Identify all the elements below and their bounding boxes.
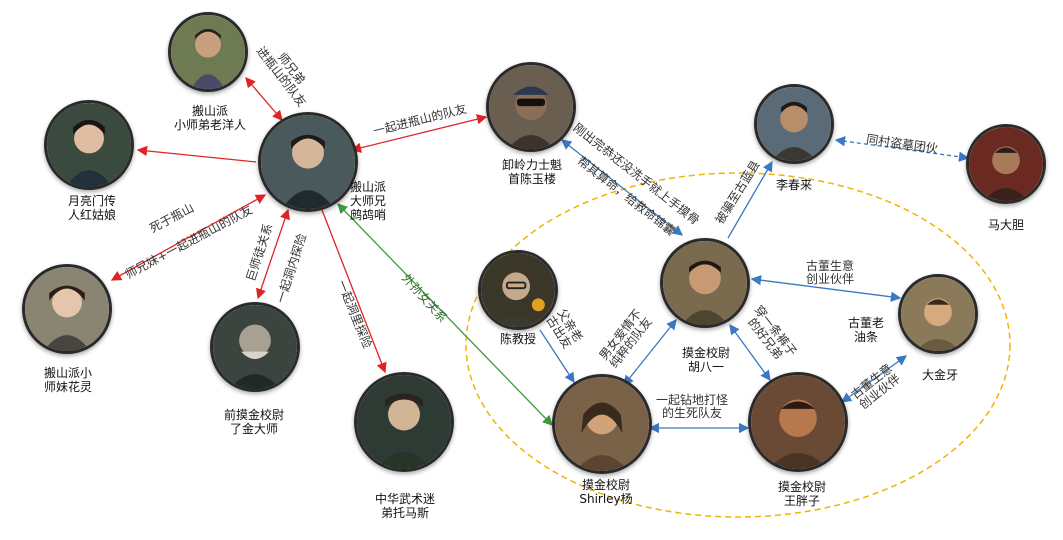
edge-huba-shirley bbox=[623, 318, 677, 387]
label-huba: 摸金校尉 胡八一 bbox=[681, 346, 730, 374]
label-lichunlai: 李春来 bbox=[775, 178, 812, 192]
edge-wangpangzi-dajinya bbox=[840, 355, 908, 403]
portrait-yangren[interactable] bbox=[168, 12, 248, 92]
portrait-huba[interactable] bbox=[660, 238, 750, 328]
edge-zhegu-chenyulou bbox=[350, 114, 488, 153]
edge-lichunlai-madadan bbox=[834, 136, 970, 162]
edge-huba-dajinya bbox=[750, 275, 902, 302]
edge-huba-lichunlai bbox=[727, 160, 773, 239]
portrait-hongguniang[interactable] bbox=[44, 100, 134, 190]
portrait-matuos[interactable] bbox=[354, 372, 454, 472]
label-liaodashi: 前摸金校尉 了金大师 bbox=[223, 408, 284, 436]
label-yangren: 搬山派 小师弟老洋人 bbox=[173, 104, 246, 132]
edge-label-e18: 一起钻地打怪 的生死队友 bbox=[656, 393, 729, 420]
edge-chenyulou-huba bbox=[560, 139, 684, 236]
portrait-wangpangzi[interactable] bbox=[748, 372, 848, 472]
edge-zhegu-yangren bbox=[245, 77, 283, 121]
label-huaxiangling: 搬山派小 师妹花灵 bbox=[43, 366, 92, 394]
label-madadan: 马大胆 bbox=[987, 218, 1024, 232]
portrait-zhegu[interactable] bbox=[258, 112, 358, 212]
edge-label-e14: 古董生意 创业伙伴 bbox=[806, 259, 855, 286]
portrait-shirley[interactable] bbox=[552, 374, 652, 474]
edge-zhegu-liaodashi bbox=[256, 208, 290, 300]
label-wangpangzi: 摸金校尉 王胖子 bbox=[777, 480, 826, 508]
portrait-huaxiangling[interactable] bbox=[22, 264, 112, 354]
portrait-lichunlai[interactable] bbox=[754, 84, 834, 164]
team-ellipse bbox=[465, 172, 1011, 518]
portrait-liaodashi[interactable] bbox=[210, 302, 300, 392]
portrait-chenjiaoshou[interactable] bbox=[478, 250, 558, 330]
label-chenjiaoshou: 陈教授 bbox=[499, 332, 536, 346]
portrait-chenyulou[interactable] bbox=[486, 62, 576, 152]
edge-zhegu-huaxiangling bbox=[110, 194, 267, 281]
edge-zhegu-matuos bbox=[321, 209, 387, 374]
label-shirley: 摸金校尉 Shirley杨 bbox=[579, 478, 633, 506]
edge-chenjiaoshou-shirley bbox=[539, 329, 575, 384]
label-guduolao: 古董老 油条 bbox=[847, 316, 884, 344]
edge-zhegu-hongguniang bbox=[136, 145, 257, 163]
label-hongguniang: 月亮门传 人红姑娘 bbox=[67, 194, 116, 222]
label-dajinya: 大金牙 bbox=[921, 368, 958, 382]
edge-zhegu-shirley bbox=[337, 203, 553, 426]
label-zhegu: 搬山派 大师兄 鹧鸪哨 bbox=[350, 180, 387, 222]
portrait-madadan[interactable] bbox=[966, 124, 1046, 204]
label-chenyulou: 卸岭力士魁 首陈玉楼 bbox=[501, 158, 562, 186]
label-matuos: 中华武术迷 弟托马斯 bbox=[374, 492, 435, 520]
portrait-dajinya[interactable] bbox=[898, 274, 978, 354]
edge-huba-wangpangzi bbox=[729, 323, 771, 382]
